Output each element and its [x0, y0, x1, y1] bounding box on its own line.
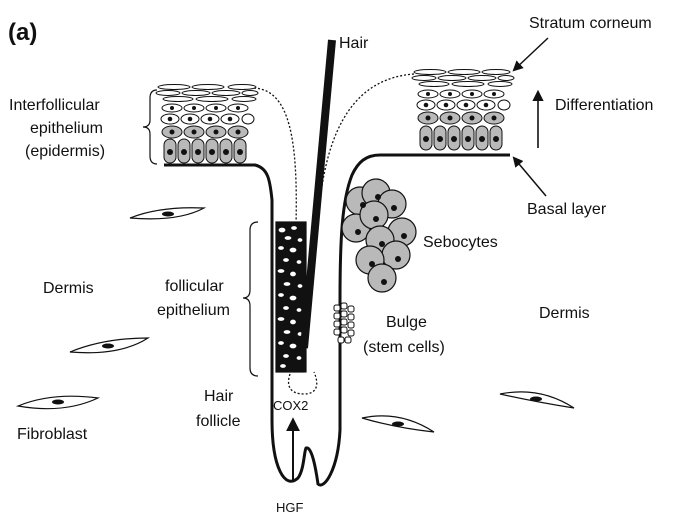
right-stratum-corneum	[412, 70, 514, 87]
left-basal-row	[164, 139, 246, 163]
bulge-label-line2: (stem cells)	[363, 339, 445, 356]
left-epidermis	[156, 85, 258, 164]
cox2-zone	[289, 372, 317, 394]
right-epidermis	[412, 70, 514, 151]
stratum-corneum-arrow	[514, 38, 548, 70]
panel-label: (a)	[8, 19, 37, 46]
dermis-right-label: Dermis	[539, 305, 590, 322]
hgf-label: HGF	[276, 500, 304, 515]
interfollicular-label-line1: Interfollicular	[9, 97, 100, 114]
left-upper-rows	[161, 104, 254, 124]
follicular-label-line2: epithelium	[157, 302, 230, 319]
sebocytes-label: Sebocytes	[423, 234, 498, 251]
differentiation-label: Differentiation	[555, 97, 653, 114]
right-basal-row	[420, 126, 502, 150]
basal-layer-arrow	[514, 158, 546, 196]
cox2-label: COX2	[273, 398, 308, 413]
basal-layer-label: Basal layer	[527, 201, 607, 218]
right-spinous-row	[418, 112, 504, 124]
left-dotted-boundary	[254, 88, 296, 225]
interfollicular-label-line2: epithelium	[30, 120, 103, 137]
fibroblast-label: Fibroblast	[17, 426, 88, 443]
follicular-epithelium-cells	[276, 222, 306, 372]
bulge-stem-cells	[334, 303, 354, 343]
stratum-corneum-label: Stratum corneum	[529, 15, 652, 32]
follicle-outline	[164, 155, 510, 485]
follicular-label-line1: follicular	[165, 278, 224, 295]
left-stratum-corneum	[156, 85, 258, 102]
bulge-label-line1: Bulge	[386, 314, 427, 331]
hair-label: Hair	[339, 35, 369, 52]
right-upper-rows	[417, 90, 510, 110]
hair-follicle-label-line2: follicle	[196, 413, 241, 430]
hair-shaft	[304, 40, 332, 348]
hair-follicle-label-line1: Hair	[204, 388, 234, 405]
follicular-brace	[243, 222, 258, 376]
interfollicular-label-line3: (epidermis)	[25, 143, 105, 160]
dermis-left-label: Dermis	[43, 280, 94, 297]
interfollicular-brace	[143, 90, 157, 164]
left-spinous-row	[162, 126, 248, 138]
